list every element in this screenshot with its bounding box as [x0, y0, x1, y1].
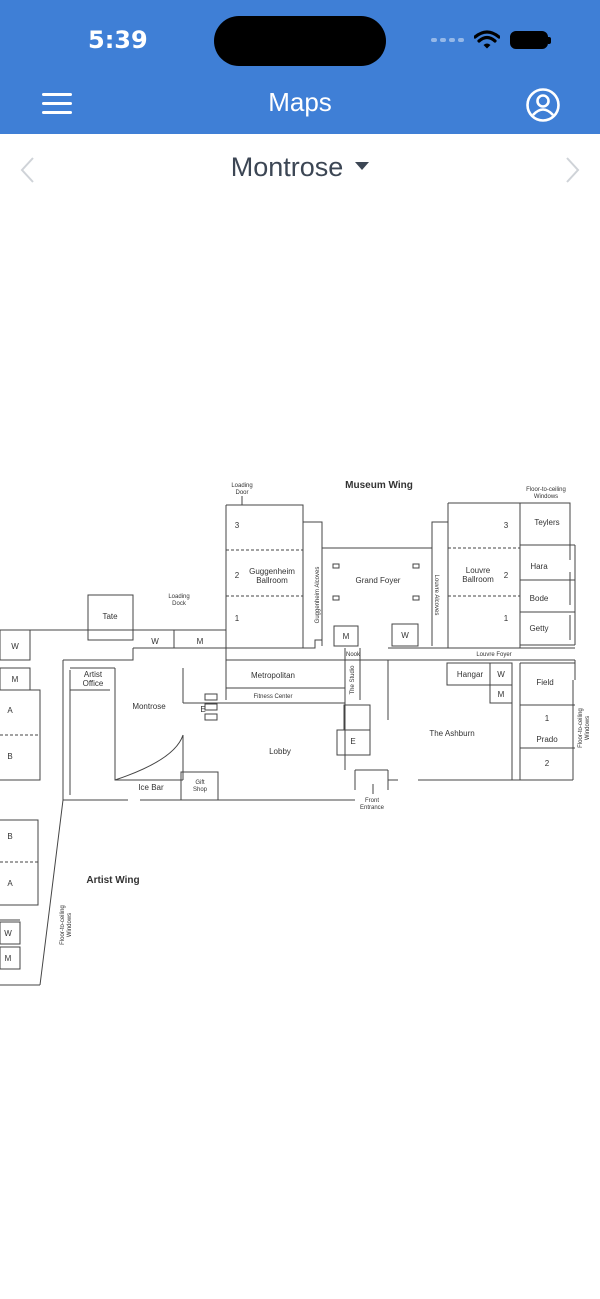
prado-label: Prado	[536, 735, 558, 744]
location-label: Montrose	[230, 152, 344, 182]
left-w-room-1-label: W	[11, 642, 19, 651]
location-selector-bar: Montrose	[0, 134, 600, 200]
windows-right-label-1: Floor-to-ceiling	[578, 708, 584, 748]
left-m-room-2-label: M	[5, 954, 12, 963]
page-title: Maps	[268, 87, 332, 117]
left-m-room-1-label: M	[12, 675, 19, 684]
louvre-1-label: 1	[504, 614, 509, 623]
grand-foyer-label: Grand Foyer	[356, 576, 401, 585]
getty-label: Getty	[529, 624, 548, 633]
prado-2-label: 2	[545, 759, 550, 768]
gift-shop-label-2: Shop	[193, 787, 208, 793]
floor-plan-map[interactable]: Museum Wing Artist Wing Loading Door Loa…	[0, 470, 600, 1000]
louvre-ballroom-label-1: Louvre	[466, 566, 491, 575]
next-location-button[interactable]	[562, 156, 582, 184]
left-b-room-2-label: B	[7, 832, 12, 841]
prev-location-button[interactable]	[18, 156, 38, 184]
front-entrance-label-1: Front	[365, 798, 379, 804]
loading-dock-label-2: Dock	[172, 601, 187, 607]
left-w-room-2-label: W	[4, 929, 12, 938]
elevator-2-label: E	[350, 737, 355, 746]
louvre-alcoves-label: Louvre Alcoves	[433, 575, 439, 616]
loading-dock-label-1: Loading	[168, 594, 189, 600]
m-room-a-label: M	[197, 637, 204, 646]
bode-label: Bode	[530, 594, 549, 603]
lobby-label: Lobby	[269, 747, 291, 756]
field-label: Field	[536, 678, 553, 687]
fitness-center-label: Fitness Center	[253, 694, 292, 700]
artist-wing-label: Artist Wing	[86, 875, 139, 886]
louvre-2-label: 2	[504, 571, 509, 580]
floor-plan-walls	[0, 496, 576, 986]
m-room-c-label: M	[498, 690, 505, 699]
user-profile-icon	[526, 88, 560, 122]
gift-shop-label-1: Gift	[195, 780, 205, 786]
location-dropdown[interactable]: Montrose	[0, 152, 600, 183]
left-a-room-1-label: A	[7, 706, 13, 715]
caret-down-icon	[355, 161, 370, 170]
chevron-left-icon	[20, 157, 34, 183]
loading-door-label-1: Loading	[231, 483, 252, 489]
chevron-right-icon	[566, 157, 580, 183]
front-entrance-label-2: Entrance	[360, 805, 385, 811]
left-a-room-2-label: A	[7, 879, 13, 888]
w-room-a-label: W	[151, 637, 159, 646]
montrose-room-label: Montrose	[132, 702, 166, 711]
dynamic-island	[214, 16, 386, 66]
guggenheim-3-label: 3	[235, 521, 240, 530]
teylers-label: Teylers	[534, 518, 559, 527]
tate-label: Tate	[102, 612, 118, 621]
windows-left-label-2: Windows	[67, 913, 73, 937]
battery-icon	[510, 31, 551, 49]
ice-bar-label: Ice Bar	[138, 783, 164, 792]
windows-top-label-2: Windows	[534, 494, 558, 500]
guggenheim-ballroom-label-1: Guggenheim	[249, 567, 295, 576]
nook-label: Nook	[346, 652, 361, 658]
the-studio-label: The Studio	[350, 665, 356, 695]
metropolitan-label: Metropolitan	[251, 671, 295, 680]
elevator-1-label: E	[200, 705, 205, 714]
the-ashburn-label: The Ashburn	[429, 729, 474, 738]
status-icons	[431, 30, 551, 50]
status-time: 5:39	[88, 26, 148, 54]
louvre-ballroom-label-2: Ballroom	[462, 575, 494, 584]
guggenheim-2-label: 2	[235, 571, 240, 580]
w-room-c-label: W	[497, 670, 505, 679]
floor-plan-labels: Museum Wing Artist Wing Loading Door Loa…	[4, 480, 591, 963]
artist-office-label-2: Office	[83, 679, 104, 688]
guggenheim-ballroom-label-2: Ballroom	[256, 576, 288, 585]
cellular-signal-icon	[431, 38, 464, 42]
profile-button[interactable]	[525, 87, 561, 123]
windows-top-label-1: Floor-to-ceiling	[526, 487, 566, 493]
museum-wing-label: Museum Wing	[345, 480, 413, 491]
app-header: 5:39 Maps	[0, 0, 600, 134]
hara-label: Hara	[530, 562, 548, 571]
hamburger-menu-icon	[42, 93, 72, 96]
m-room-b-label: M	[343, 632, 350, 641]
guggenheim-1-label: 1	[235, 614, 240, 623]
hangar-label: Hangar	[457, 670, 484, 679]
left-b-room-1-label: B	[7, 752, 12, 761]
menu-button[interactable]	[42, 93, 72, 115]
w-room-b-label: W	[401, 631, 409, 640]
windows-left-label-1: Floor-to-ceiling	[60, 905, 66, 945]
loading-door-label-2: Door	[235, 490, 248, 496]
louvre-foyer-label: Louvre Foyer	[476, 652, 511, 658]
artist-office-label-1: Artist	[84, 670, 103, 679]
wifi-icon	[474, 30, 500, 49]
louvre-3-label: 3	[504, 521, 509, 530]
windows-right-label-2: Windows	[585, 716, 591, 740]
guggenheim-alcoves-label: Guggenheim Alcoves	[315, 567, 321, 624]
prado-1-label: 1	[545, 714, 550, 723]
